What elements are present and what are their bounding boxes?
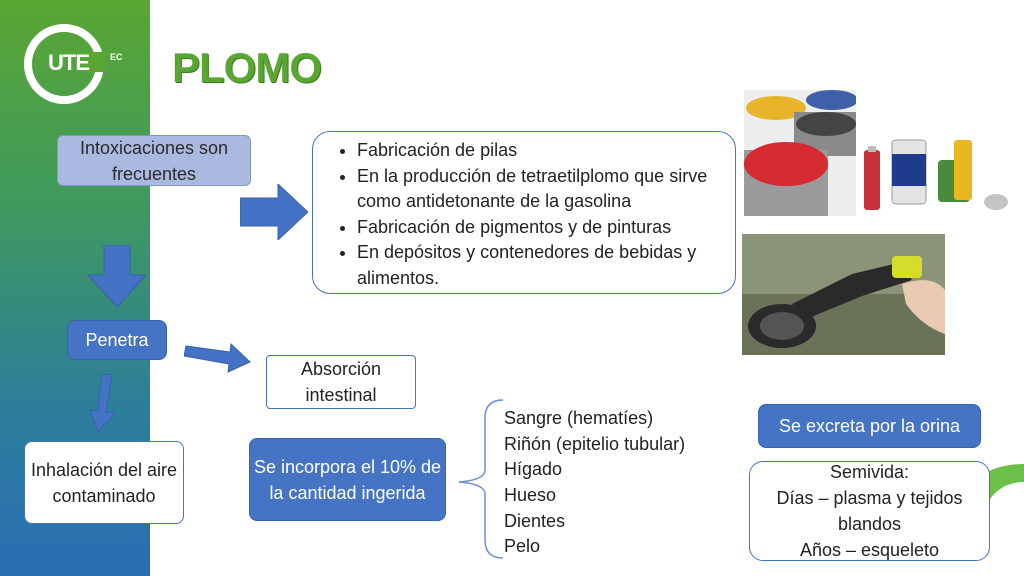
logo-suffix: EC xyxy=(110,52,123,62)
excreta-label: Se excreta por la orina xyxy=(778,416,961,436)
intoxicaciones-box: Intoxicaciones son frecuentes xyxy=(57,135,251,186)
uses-item: Fabricación de pilas xyxy=(357,138,725,164)
arrow-down-icon xyxy=(88,245,146,307)
logo-text: UTE xyxy=(48,50,90,75)
penetra-box: Penetra xyxy=(67,320,167,360)
arrow-right-icon xyxy=(240,184,308,240)
organ-item: Hueso xyxy=(504,485,557,506)
fuel-pump-image xyxy=(742,234,945,355)
excreta-box: Se excreta por la orina xyxy=(758,404,981,448)
inhalacion-label: Inhalación del aire contaminado xyxy=(30,459,178,506)
semivida-box: Semivida: Días – plasma y tejidos blando… xyxy=(749,461,990,561)
ute-logo-ring-icon xyxy=(24,24,106,104)
page-title: PLOMO xyxy=(172,44,322,91)
uses-list-box: Fabricación de pilas En la producción de… xyxy=(312,131,736,294)
semivida-days: Días – plasma y tejidos blandos xyxy=(776,488,963,534)
batteries-image xyxy=(856,130,1016,230)
semivida-years: Años – esqueleto xyxy=(799,540,940,560)
uses-list: Fabricación de pilas En la producción de… xyxy=(333,138,725,291)
intoxicaciones-label: Intoxicaciones son frecuentes xyxy=(79,137,229,184)
paint-cans-image xyxy=(744,90,856,216)
uses-item: En depósitos y contenedores de bebidas y… xyxy=(357,240,725,291)
bracket-icon xyxy=(458,399,504,559)
arrow-down-slant-icon xyxy=(89,374,118,432)
organ-item: Hígado xyxy=(504,459,563,480)
inhalacion-box: Inhalación del aire contaminado xyxy=(24,441,184,524)
absorcion-label: Absorción intestinal xyxy=(300,359,382,405)
organ-item: Sangre (hematíes) xyxy=(504,408,654,428)
organ-item: Pelo xyxy=(504,536,541,557)
arrow-diagonal-icon xyxy=(184,342,251,373)
organ-item: Riñón (epitelio tubular) xyxy=(504,433,686,454)
absorcion-box: Absorción intestinal xyxy=(266,355,416,409)
organ-list: Sangre (hematíes) Riñón (epitelio tubula… xyxy=(504,406,685,560)
uses-item: Fabricación de pigmentos y de pinturas xyxy=(357,215,725,241)
uses-item: En la producción de tetraetilplomo que s… xyxy=(357,164,725,215)
incorpora-label: Se incorpora el 10% de la cantidad inger… xyxy=(253,456,442,503)
organ-item: Dientes xyxy=(504,510,566,531)
penetra-label: Penetra xyxy=(85,330,149,350)
incorpora-box: Se incorpora el 10% de la cantidad inger… xyxy=(249,438,446,521)
semivida-title: Semivida: xyxy=(829,462,910,482)
